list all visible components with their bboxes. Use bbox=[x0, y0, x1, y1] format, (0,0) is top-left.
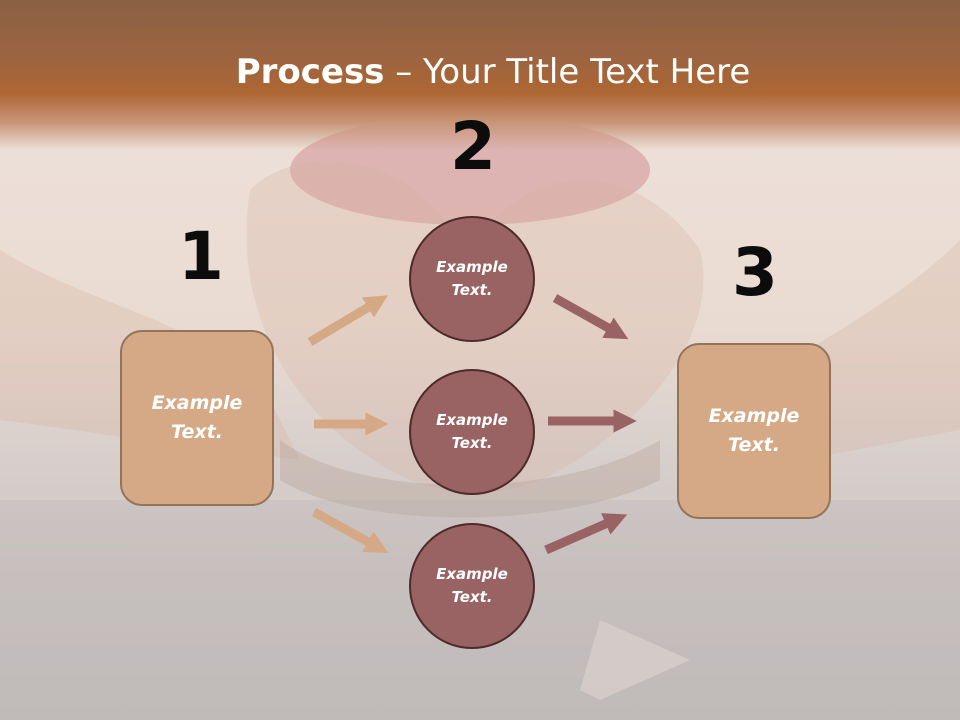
left-box-line-1: Example bbox=[151, 392, 243, 414]
arrow-left-to-circle-1 bbox=[307, 295, 389, 346]
slide-title: Process – Your Title Text Here bbox=[0, 52, 960, 92]
arrow-left-to-circle-3 bbox=[311, 508, 389, 554]
circle-2-line-1: Example bbox=[436, 411, 508, 429]
circle-2-line-2: Text. bbox=[451, 434, 493, 452]
bg-hands-shadow bbox=[280, 440, 660, 518]
step-number-1: 1 bbox=[178, 218, 224, 295]
circle-3-line-2: Text. bbox=[451, 588, 493, 606]
step-number-3: 3 bbox=[732, 234, 778, 311]
step-number-2: 2 bbox=[450, 108, 496, 185]
bg-paper-shape bbox=[580, 620, 690, 700]
left-box-line-2: Text. bbox=[171, 421, 223, 443]
arrow-circle-1-to-right bbox=[552, 294, 629, 340]
title-bar bbox=[0, 0, 960, 150]
right-box-line-2: Text. bbox=[728, 434, 780, 456]
title-rest: – Your Title Text Here bbox=[384, 52, 751, 92]
right-box-line-1: Example bbox=[708, 405, 800, 427]
title-bold: Process bbox=[235, 52, 385, 92]
circle-3-line-1: Example bbox=[436, 565, 508, 583]
arrow-circle-3-to-right bbox=[544, 513, 628, 555]
circle-1-line-1: Example bbox=[436, 258, 508, 276]
circle-1-line-2: Text. bbox=[451, 281, 493, 299]
